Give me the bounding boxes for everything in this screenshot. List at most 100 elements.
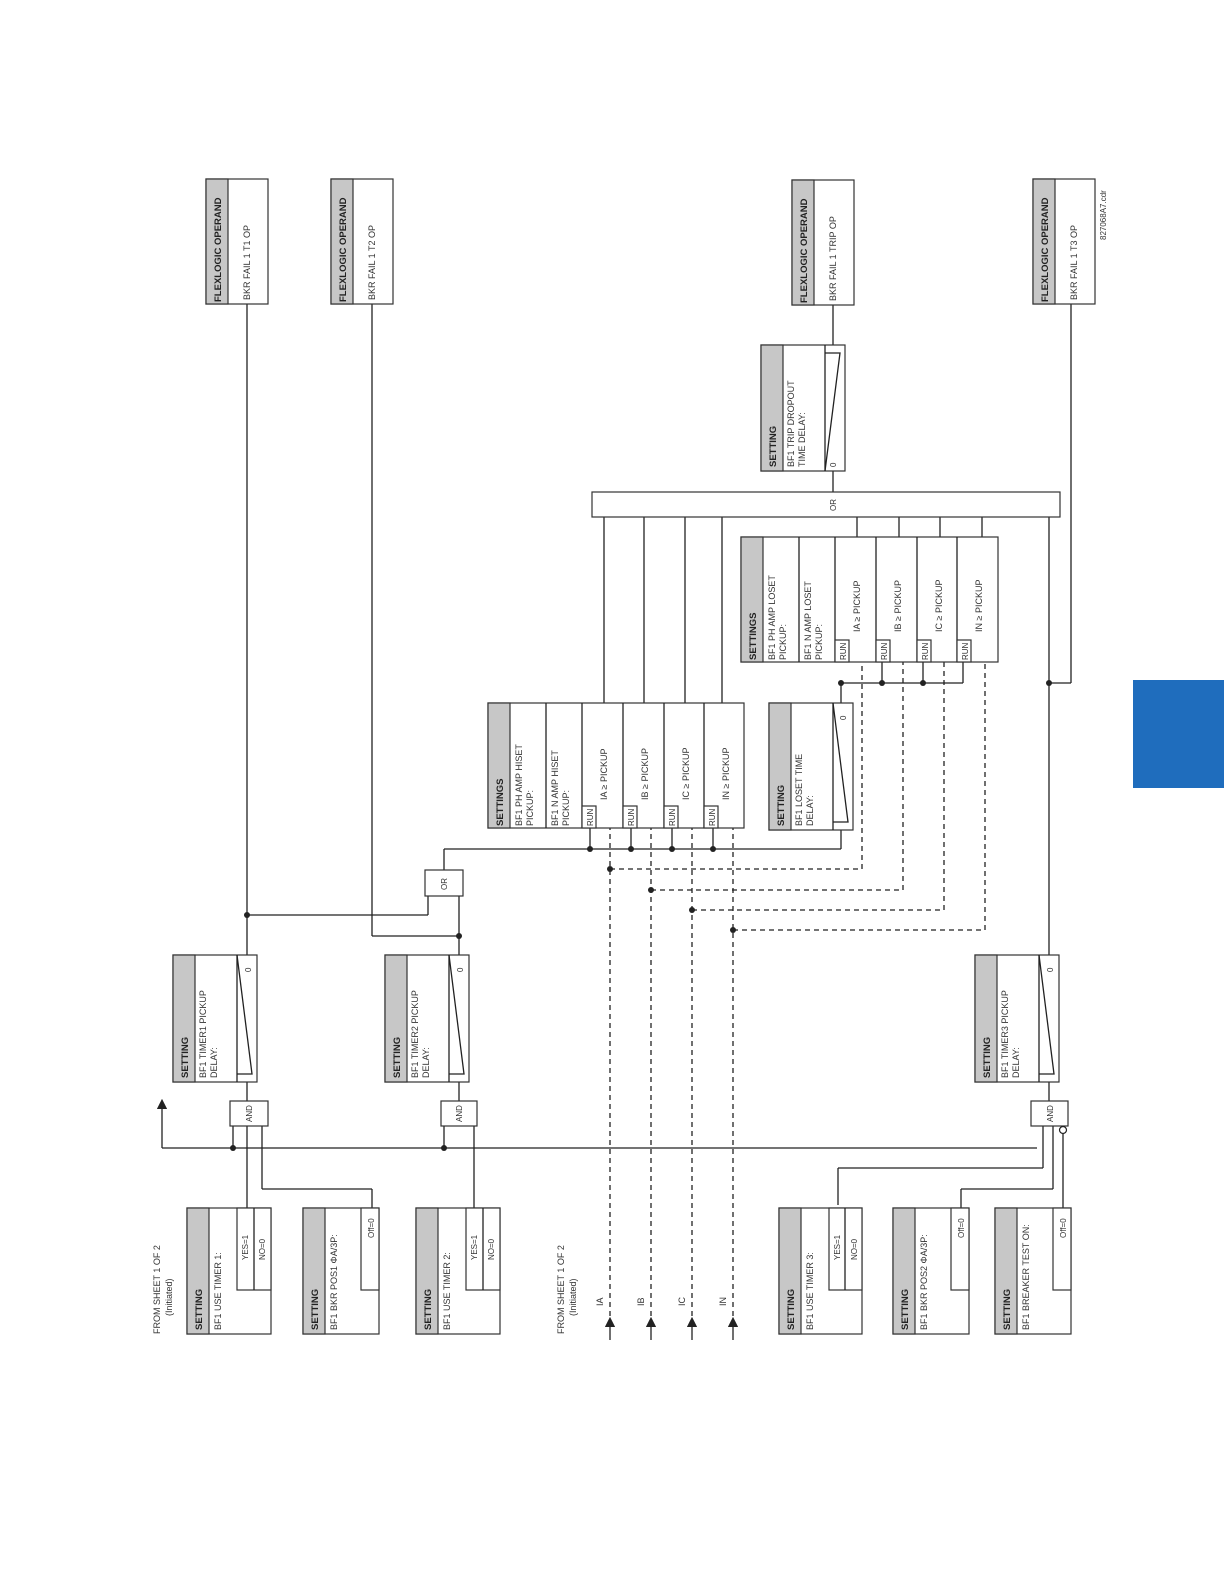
setting-header: SETTING: [180, 1037, 191, 1078]
off-option: Off=0: [957, 1218, 966, 1238]
setting-header: SETTING: [194, 1289, 205, 1330]
hiset-ic-pickup: IC ≥ PICKUP: [681, 748, 691, 800]
and2-label: AND: [455, 1105, 464, 1122]
use-timer2-label: BF1 USE TIMER 2:: [442, 1252, 452, 1330]
setting-use-timer2: SETTING BF1 USE TIMER 2: YES=1 NO=0: [415, 1207, 501, 1335]
hiset-ia-pickup: IA ≥ PICKUP: [599, 749, 609, 800]
operand-header: FLEXLOGIC OPERAND: [1040, 197, 1051, 302]
operand-t1: FLEXLOGIC OPERAND BKR FAIL 1 T1 OP: [205, 178, 269, 305]
setting-header: SETTING: [1002, 1289, 1013, 1330]
inverter-bubble: [1058, 1125, 1068, 1135]
ph-hiset-label-1: BF1 PH AMP HISET: [514, 744, 524, 826]
ph-loset-label-1: BF1 PH AMP LOSET: [767, 575, 777, 660]
section-tab: [1133, 680, 1224, 788]
settings-header: SETTINGS: [748, 612, 759, 660]
timer3-label-1: BF1 TIMER3 PICKUP: [1000, 990, 1010, 1078]
use-timer3-label: BF1 USE TIMER 3:: [805, 1252, 815, 1330]
setting-bkr-pos2: SETTING BF1 BKR POS2 ΦA/3P: Off=0: [892, 1207, 970, 1335]
timer3-label-2: DELAY:: [1011, 1047, 1021, 1078]
operand-t3-label: BKR FAIL 1 T3 OP: [1069, 225, 1079, 300]
and3-label: AND: [1046, 1105, 1055, 1122]
hiset-settings-block: SETTINGS BF1 PH AMP HISET PICKUP: BF1 N …: [487, 702, 745, 829]
junction-dots: [230, 680, 1052, 1151]
settings-header: SETTINGS: [495, 778, 506, 826]
run-label: RUN: [839, 642, 848, 660]
yes-option: YES=1: [470, 1234, 479, 1260]
input-ic: IC: [677, 1296, 687, 1306]
dropout-zero: 0: [829, 462, 838, 467]
run-label: RUN: [880, 642, 889, 660]
from-sheet-currents-b: (Initiated): [568, 1278, 578, 1316]
from-sheet-initiated-1b: (Initiated): [164, 1278, 174, 1316]
input-labels: FROM SHEET 1 OF 2 (Initiated) FROM SHEET…: [152, 190, 1108, 1334]
operand-trip-label: BKR FAIL 1 TRIP OP: [828, 216, 838, 301]
setting-header: SETTING: [786, 1289, 797, 1330]
or-gate-main: OR: [591, 491, 1061, 518]
off-option: Off=0: [1059, 1218, 1068, 1238]
n-hiset-label-2: PICKUP:: [561, 790, 571, 826]
setting-use-timer1: SETTING BF1 USE TIMER 1: YES=1 NO=0: [186, 1207, 272, 1335]
operand-t2-label: BKR FAIL 1 T2 OP: [367, 225, 377, 300]
run-label: RUN: [668, 808, 677, 826]
setting-breaker-test: SETTING BF1 BREAKER TEST ON: Off=0: [994, 1207, 1072, 1335]
setting-header: SETTING: [310, 1289, 321, 1330]
and-gate-1: AND: [229, 1100, 269, 1127]
operand-t3: FLEXLOGIC OPERAND BKR FAIL 1 T3 OP: [1032, 178, 1096, 305]
loset-zero: 0: [839, 715, 848, 720]
setting-header: SETTING: [768, 426, 779, 467]
setting-header: SETTING: [423, 1289, 434, 1330]
ph-loset-label-2: PICKUP:: [778, 624, 788, 660]
input-ia: IA: [595, 1297, 605, 1306]
timer2-pickup-delay: SETTING BF1 TIMER2 PICKUP DELAY: 0: [384, 954, 470, 1083]
no-option: NO=0: [258, 1238, 267, 1260]
and-gate-2: AND: [440, 1100, 478, 1127]
n-hiset-label-1: BF1 N AMP HISET: [550, 750, 560, 826]
yes-option: YES=1: [241, 1234, 250, 1260]
operand-t1-label: BKR FAIL 1 T1 OP: [242, 225, 252, 300]
run-label: RUN: [961, 642, 970, 660]
from-sheet-currents: FROM SHEET 1 OF 2: [556, 1245, 566, 1334]
run-label: RUN: [921, 642, 930, 660]
n-loset-label-2: PICKUP:: [814, 624, 824, 660]
run-label: RUN: [586, 808, 595, 826]
or-main-label: OR: [829, 499, 838, 511]
or-small-label: OR: [440, 878, 449, 890]
timer3-zero: 0: [1046, 967, 1055, 972]
operand-header: FLEXLOGIC OPERAND: [213, 197, 224, 302]
setting-use-timer3: SETTING BF1 USE TIMER 3: YES=1 NO=0: [778, 1207, 863, 1335]
timer1-zero: 0: [244, 967, 253, 972]
operand-header: FLEXLOGIC OPERAND: [338, 197, 349, 302]
dropout-label-2: TIME DELAY:: [797, 412, 807, 467]
loset-label-1: BF1 LOSET TIME: [794, 754, 804, 826]
bkr-pos1-label: BF1 BKR POS1 ΦA/3P:: [329, 1234, 339, 1330]
dropout-label-1: BF1 TRIP DROPOUT: [786, 380, 796, 467]
setting-header: SETTING: [900, 1289, 911, 1330]
ph-hiset-label-2: PICKUP:: [525, 790, 535, 826]
loset-ic-pickup: IC ≥ PICKUP: [934, 580, 944, 632]
timer3-pickup-delay: SETTING BF1 TIMER3 PICKUP DELAY: 0: [974, 954, 1060, 1083]
yes-option: YES=1: [833, 1234, 842, 1260]
operand-trip: FLEXLOGIC OPERAND BKR FAIL 1 TRIP OP: [791, 179, 855, 306]
timer2-label-1: BF1 TIMER2 PICKUP: [410, 990, 420, 1078]
use-timer1-label: BF1 USE TIMER 1:: [213, 1252, 223, 1330]
bkr-pos2-label: BF1 BKR POS2 ΦA/3P:: [919, 1234, 929, 1330]
and1-label: AND: [245, 1105, 254, 1122]
setting-header: SETTING: [776, 785, 787, 826]
loset-ib-pickup: IB ≥ PICKUP: [893, 580, 903, 632]
loset-in-pickup: IN ≥ PICKUP: [974, 580, 984, 632]
operand-header: FLEXLOGIC OPERAND: [799, 198, 810, 303]
no-option: NO=0: [487, 1238, 496, 1260]
no-option: NO=0: [850, 1238, 859, 1260]
loset-label-2: DELAY:: [805, 795, 815, 826]
operand-t2: FLEXLOGIC OPERAND BKR FAIL 1 T2 OP: [330, 178, 394, 305]
breaker-test-label: BF1 BREAKER TEST ON:: [1021, 1224, 1031, 1330]
timer1-label-1: BF1 TIMER1 PICKUP: [198, 990, 208, 1078]
hiset-in-pickup: IN ≥ PICKUP: [721, 748, 731, 800]
loset-time-delay: SETTING BF1 LOSET TIME DELAY: 0: [768, 702, 854, 831]
setting-header: SETTING: [982, 1037, 993, 1078]
run-label: RUN: [708, 808, 717, 826]
or-gate-small: OR: [424, 869, 464, 897]
timer2-label-2: DELAY:: [421, 1047, 431, 1078]
file-reference: 827068A7.cdr: [1099, 190, 1108, 240]
loset-ia-pickup: IA ≥ PICKUP: [852, 581, 862, 632]
